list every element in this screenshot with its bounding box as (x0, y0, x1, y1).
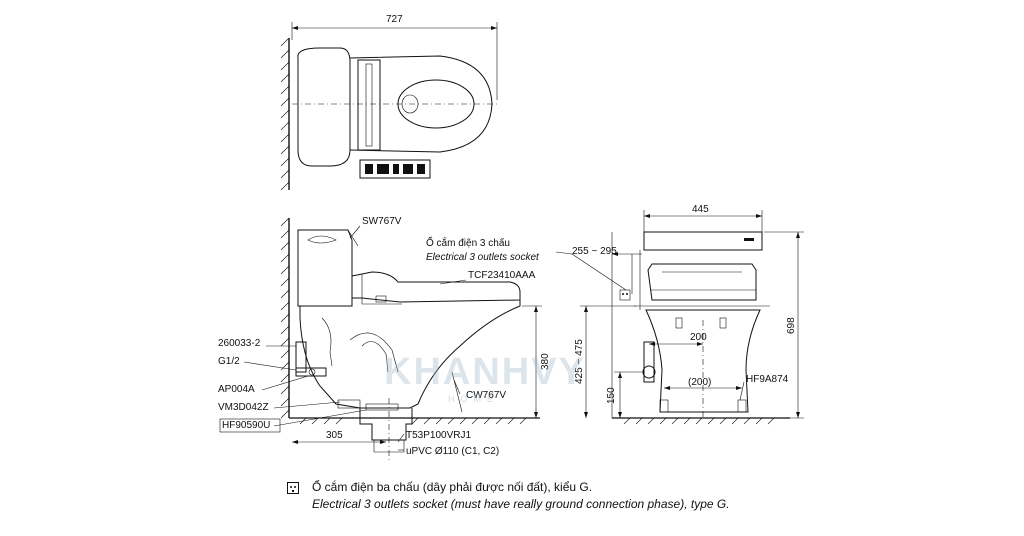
label-fitting: 260033-2 (218, 338, 261, 349)
side-tank (297, 229, 353, 307)
front-seat (647, 263, 757, 301)
socket-leader (555, 251, 627, 291)
side-tank-logo (307, 235, 337, 244)
front-supply-height-dim: 425 ~ 475 (574, 339, 585, 384)
top-width-dim: 727 (386, 14, 403, 25)
label-hose: VM3D042Z (218, 402, 269, 413)
front-bowl (645, 309, 761, 413)
front-bolt-spacing-dim: (200) (688, 377, 711, 388)
label-socket-en: Electrical 3 outlets socket (426, 252, 540, 263)
top-wall-hatch (280, 37, 290, 191)
footnote-en: Electrical 3 outlets socket (must have r… (312, 497, 730, 511)
front-view: 445 255 ~ 295 698 (572, 204, 804, 425)
label-seat: TCF23410AAA (468, 270, 536, 281)
side-rough-in-dim: 305 (326, 430, 343, 441)
front-supply (643, 341, 655, 383)
label-tank: SW767V (362, 216, 402, 227)
front-width-dim: 445 (692, 204, 709, 215)
side-supply-fitting (295, 341, 307, 373)
front-socket-icon (619, 289, 631, 301)
label-drain: T53P100VRJ1 (406, 430, 471, 441)
label-front-part: HF9A874 (746, 374, 789, 385)
label-socket-vi: Ổ cắm điện 3 chấu (426, 236, 510, 249)
top-remote-panel (359, 159, 431, 179)
label-pipe: uPVC Ø110 (C1, C2) (406, 446, 499, 457)
front-supply-low-dim: 150 (606, 387, 617, 404)
top-control-block (357, 59, 381, 151)
side-seat (351, 271, 521, 303)
top-view: 727 (280, 14, 500, 191)
label-thread: G1/2 (218, 356, 240, 367)
side-view: 305 380 SW767V TCF23410AAA CW767V 260033… (218, 216, 627, 460)
side-wall-hatch (280, 217, 290, 419)
front-supply-offset-dim: 200 (690, 332, 707, 343)
side-height-dim: 380 (540, 353, 551, 370)
watermark-sub: HOME (448, 394, 499, 404)
front-total-height-dim: 698 (786, 317, 797, 334)
label-flange: HF90590U (222, 420, 270, 431)
side-floor-hatch (299, 417, 527, 425)
watermark-brand: KHANHVY (384, 351, 586, 393)
front-floor-hatch (623, 417, 775, 425)
label-bowl: CW767V (466, 390, 506, 401)
side-drain (359, 408, 413, 441)
top-tank-outline (297, 47, 351, 167)
footnote-socket-icon (287, 482, 299, 494)
front-tank (643, 231, 763, 251)
label-valve: AP004A (218, 384, 255, 395)
footnote-vi: Ổ cắm điện ba chấu (dây phải được nối đấ… (312, 480, 593, 494)
side-valve (295, 367, 327, 377)
front-socket-offset-dim: 255 ~ 295 (572, 246, 617, 257)
